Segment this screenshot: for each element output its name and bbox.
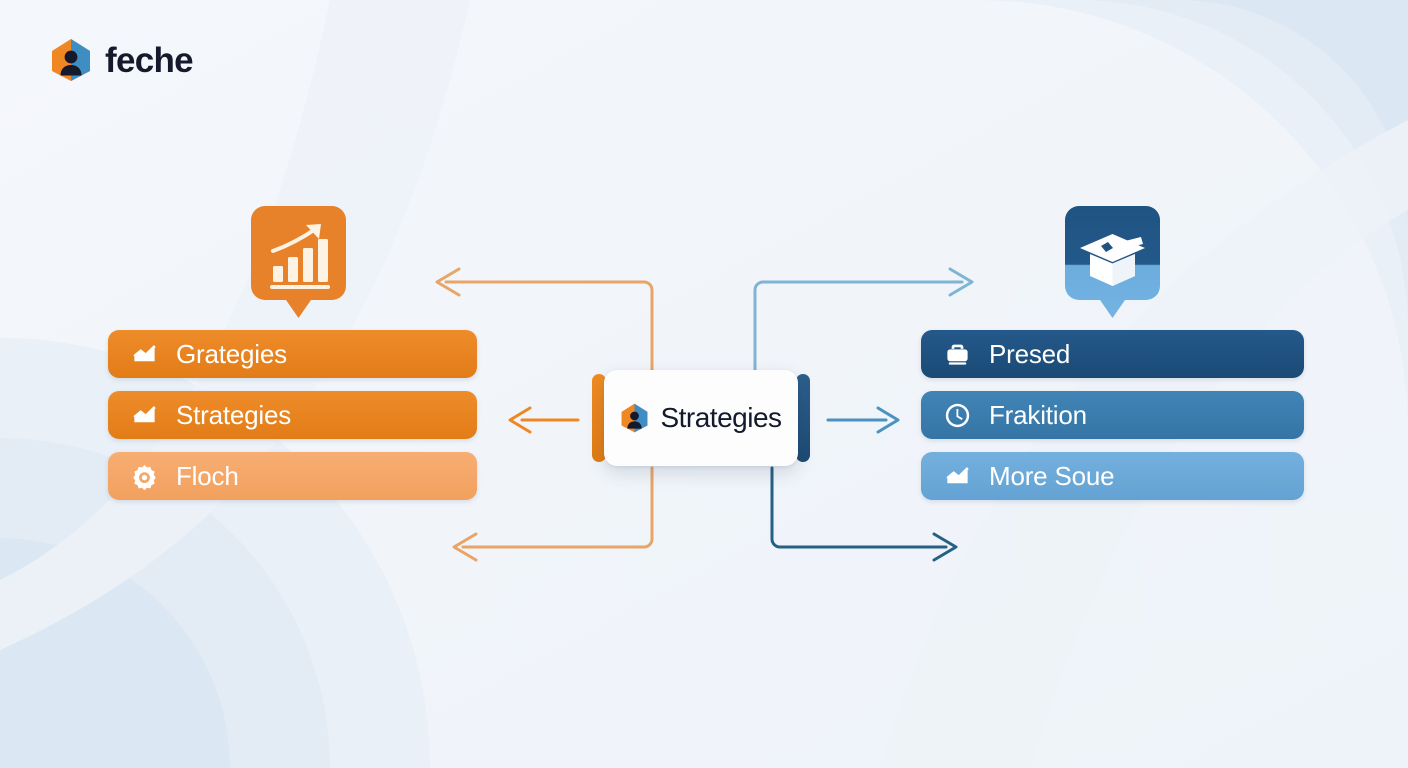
center-right-bracket bbox=[796, 374, 810, 462]
left-middle-straight-arrow bbox=[508, 406, 580, 434]
center-node[interactable]: Strategies bbox=[592, 370, 810, 466]
right-card-presed[interactable]: Presed bbox=[921, 330, 1304, 378]
clock-icon bbox=[944, 402, 971, 429]
right-card-column: Presed Frakition More Soue bbox=[921, 330, 1304, 500]
brand-logo: feche bbox=[50, 38, 194, 82]
left-card-label: Floch bbox=[176, 461, 239, 491]
right-badge bbox=[1065, 206, 1160, 321]
feche-house-person-logo-icon bbox=[621, 403, 648, 433]
line-chart-icon bbox=[131, 341, 158, 368]
right-card-label: Presed bbox=[989, 339, 1071, 369]
right-card-frakition[interactable]: Frakition bbox=[921, 391, 1304, 439]
left-badge bbox=[251, 206, 346, 321]
line-chart-icon bbox=[131, 402, 158, 429]
right-middle-straight-arrow bbox=[826, 406, 900, 434]
left-card-floch[interactable]: Floch bbox=[108, 452, 477, 500]
feche-house-person-logo-icon bbox=[52, 39, 90, 81]
right-card-label: Frakition bbox=[989, 400, 1087, 430]
left-bottom-elbow-arrow bbox=[452, 466, 654, 562]
left-card-column: Grategies Strategies Floch bbox=[108, 330, 477, 500]
left-card-label: Grategies bbox=[176, 339, 287, 369]
right-card-label: More Soue bbox=[989, 461, 1115, 491]
line-chart-icon bbox=[944, 463, 971, 490]
left-card-strategies[interactable]: Strategies bbox=[108, 391, 477, 439]
center-label: Strategies bbox=[660, 402, 782, 433]
left-card-label: Strategies bbox=[176, 400, 292, 430]
brand-name: feche bbox=[105, 40, 194, 80]
left-card-grategies[interactable]: Grategies bbox=[108, 330, 477, 378]
briefcase-icon bbox=[944, 341, 971, 368]
gear-icon bbox=[131, 463, 158, 490]
bar-chart-growth-icon bbox=[251, 206, 346, 318]
graduation-cap-icon bbox=[1065, 206, 1160, 318]
center-left-bracket bbox=[592, 374, 606, 462]
center-card[interactable]: Strategies bbox=[604, 370, 798, 466]
right-card-more-soue[interactable]: More Soue bbox=[921, 452, 1304, 500]
